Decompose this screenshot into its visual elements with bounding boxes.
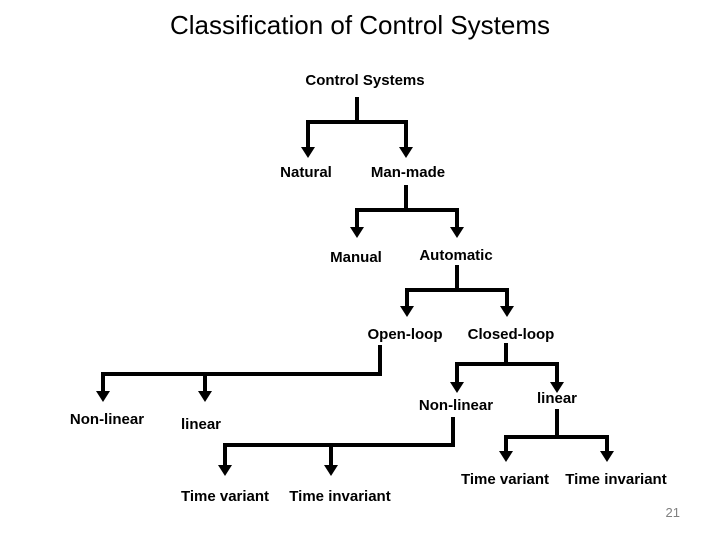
- node-control-systems: Control Systems: [305, 72, 425, 89]
- connector-line: [306, 120, 408, 124]
- connector-line: [355, 208, 359, 227]
- arrow-down-icon: [218, 465, 232, 476]
- connector-line: [101, 372, 382, 376]
- node-open-time-invariant: Time invariant: [289, 488, 391, 505]
- arrow-down-icon: [399, 147, 413, 158]
- arrow-down-icon: [500, 306, 514, 317]
- arrow-down-icon: [400, 306, 414, 317]
- connector-line: [404, 120, 408, 147]
- node-man-made: Man-made: [370, 164, 446, 181]
- connector-line: [306, 120, 310, 147]
- node-automatic: Automatic: [419, 247, 493, 264]
- connector-line: [455, 362, 459, 382]
- node-closed-linear: linear: [536, 390, 578, 407]
- arrow-down-icon: [350, 227, 364, 238]
- node-closed-time-invariant: Time invariant: [565, 471, 667, 488]
- connector-line: [451, 417, 455, 447]
- connector-line: [605, 435, 609, 451]
- arrow-down-icon: [324, 465, 338, 476]
- connector-line: [455, 362, 559, 366]
- arrow-down-icon: [499, 451, 513, 462]
- node-closed-non-linear: Non-linear: [418, 397, 494, 414]
- connector-line: [378, 345, 382, 376]
- connector-line: [555, 409, 559, 439]
- connector-line: [455, 208, 459, 227]
- arrow-down-icon: [600, 451, 614, 462]
- node-manual: Manual: [330, 249, 382, 266]
- connector-line: [405, 288, 409, 306]
- arrow-down-icon: [96, 391, 110, 402]
- connector-line: [329, 443, 333, 465]
- page-number: 21: [665, 505, 680, 520]
- connector-line: [555, 362, 559, 382]
- connector-line: [504, 435, 609, 439]
- arrow-down-icon: [198, 391, 212, 402]
- connector-line: [203, 372, 207, 391]
- connector-line: [223, 443, 227, 465]
- node-closed-time-variant: Time variant: [460, 471, 550, 488]
- arrow-down-icon: [550, 382, 564, 393]
- arrow-down-icon: [450, 227, 464, 238]
- node-closed-loop: Closed-loop: [467, 326, 555, 343]
- connector-line: [504, 435, 508, 451]
- node-open-time-variant: Time variant: [180, 488, 270, 505]
- connector-line: [223, 443, 455, 447]
- connector-line: [505, 288, 509, 306]
- connector-line: [504, 343, 508, 366]
- arrow-down-icon: [450, 382, 464, 393]
- connector-line: [355, 97, 359, 124]
- connector-line: [455, 265, 459, 292]
- node-open-non-linear: Non-linear: [69, 411, 145, 428]
- connector-line: [405, 288, 509, 292]
- slide-title: Classification of Control Systems: [169, 10, 551, 40]
- connector-line: [101, 372, 105, 391]
- connector-line: [404, 185, 408, 212]
- node-open-loop: Open-loop: [367, 326, 443, 343]
- connector-line: [355, 208, 459, 212]
- arrow-down-icon: [301, 147, 315, 158]
- node-open-linear: linear: [180, 416, 222, 433]
- node-natural: Natural: [280, 164, 332, 181]
